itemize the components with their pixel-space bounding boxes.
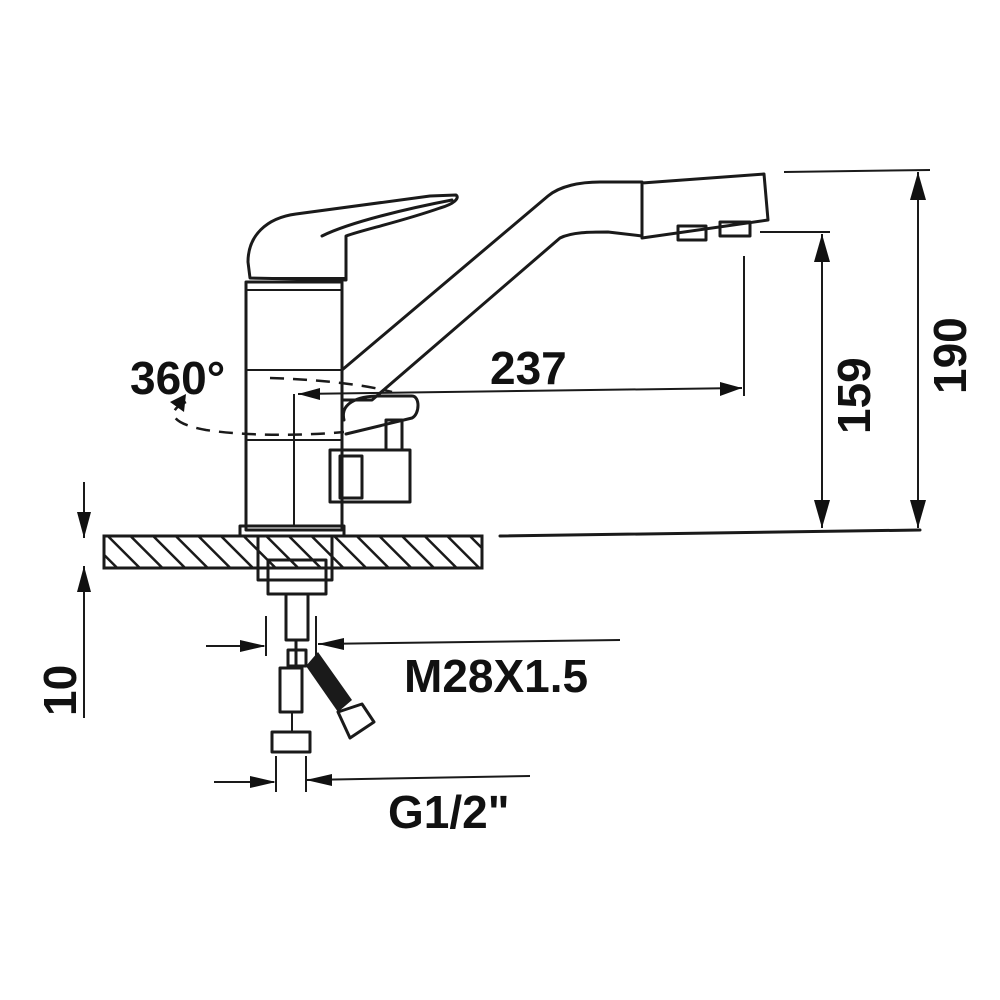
spout-height-label: 159 [828, 357, 880, 434]
hose-thread-label: G1/2" [388, 786, 510, 838]
outlet-right [718, 220, 752, 238]
total-height-label: 190 [924, 317, 976, 394]
shank-thread-label: M28X1.5 [404, 650, 588, 702]
filter-valve [328, 394, 420, 504]
outlet-left [676, 224, 708, 242]
dimension-spout-height [760, 231, 830, 528]
dimension-total-height [783, 169, 931, 528]
spout-head [640, 172, 770, 240]
faucet-column [244, 280, 344, 532]
dimension-reach [297, 256, 745, 400]
counter-thickness-label: 10 [34, 665, 86, 716]
countertop-reference-line [498, 528, 922, 538]
shank-and-hoses [256, 534, 376, 754]
spout [340, 172, 770, 402]
rotation-label: 360° [130, 352, 225, 404]
countertop [102, 524, 922, 570]
reach-label: 237 [490, 342, 567, 394]
countertop-slab [102, 534, 484, 570]
dimension-counter-thickness [77, 482, 91, 718]
rotation-arc [170, 376, 393, 437]
dimension-hose-thread [214, 756, 531, 792]
lever-handle [246, 193, 459, 282]
dimension-shank-thread [206, 616, 621, 656]
